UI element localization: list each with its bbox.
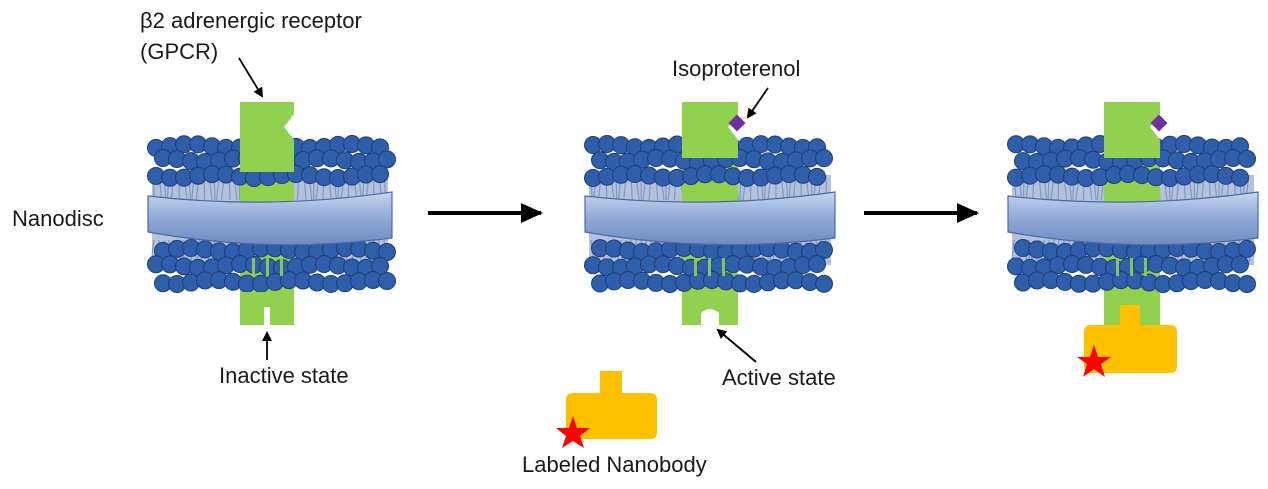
- receptor-helix: [722, 258, 725, 276]
- isoproterenol-ligand: [728, 114, 746, 132]
- lipid-head: [378, 150, 396, 169]
- receptor-label-line2: (GPCR): [140, 39, 219, 64]
- active-state-label: Active state: [722, 365, 836, 390]
- scaffold-protein-belt: [147, 191, 393, 246]
- nanobody-free: [556, 371, 657, 448]
- receptor-helix: [708, 258, 711, 276]
- receptor-helix: [1144, 258, 1147, 276]
- lipid-head: [371, 165, 389, 184]
- isoproterenol-label: Isoproterenol: [672, 56, 801, 81]
- labeled-nanobody-label: Labeled Nanobody: [522, 452, 707, 477]
- inactive-panel: [147, 102, 396, 327]
- receptor-front: [240, 102, 294, 325]
- lipid-head: [1238, 239, 1256, 258]
- nanodisc-label: Nanodisc: [12, 206, 104, 231]
- lipid-head: [815, 149, 833, 168]
- receptor-helix: [694, 258, 697, 276]
- receptor-cleft: [701, 309, 719, 326]
- lipid-head: [1238, 274, 1256, 293]
- receptor-bottom: [682, 292, 738, 325]
- active-pointer-arrow: [716, 328, 757, 363]
- scaffold-protein-belt: [584, 191, 836, 246]
- nanobody-bound: [1077, 305, 1177, 377]
- scaffold-protein-belt: [1007, 191, 1259, 246]
- isoproterenol-pointer-arrow: [746, 87, 769, 119]
- nanodisc-belt: [1007, 191, 1259, 246]
- lipid-head: [808, 255, 826, 274]
- receptor-top: [682, 102, 738, 158]
- receptor-pointer-arrow: [238, 57, 264, 98]
- receptor-helix: [1130, 258, 1133, 276]
- receptor-helix: [252, 258, 255, 276]
- active-panel: [584, 102, 836, 326]
- receptor-label-line1: β2 adrenergic receptor: [140, 8, 362, 33]
- receptor-helix: [266, 258, 269, 276]
- lipid-head: [1231, 255, 1249, 274]
- inactive-state-label: Inactive state: [219, 363, 349, 388]
- receptor-helix: [1116, 258, 1119, 276]
- receptor-cleft: [264, 307, 270, 327]
- receptor-front: [682, 102, 738, 325]
- lipid-head: [815, 274, 833, 293]
- lipid-head: [1231, 168, 1249, 187]
- bound-panel: [1007, 102, 1259, 329]
- receptor-top: [240, 102, 294, 172]
- receptor-top: [1104, 102, 1160, 158]
- lipid-head: [808, 167, 826, 186]
- nanodisc-belt: [584, 191, 836, 246]
- nanodisc-belt: [147, 191, 393, 246]
- lipid-head: [378, 242, 396, 261]
- red-star-icon: [556, 416, 590, 448]
- lipid-head: [1238, 149, 1256, 168]
- receptor-bottom: [240, 292, 294, 325]
- lipid-head: [378, 271, 396, 290]
- red-star-icon: [1077, 345, 1111, 377]
- receptor-helix: [280, 258, 283, 276]
